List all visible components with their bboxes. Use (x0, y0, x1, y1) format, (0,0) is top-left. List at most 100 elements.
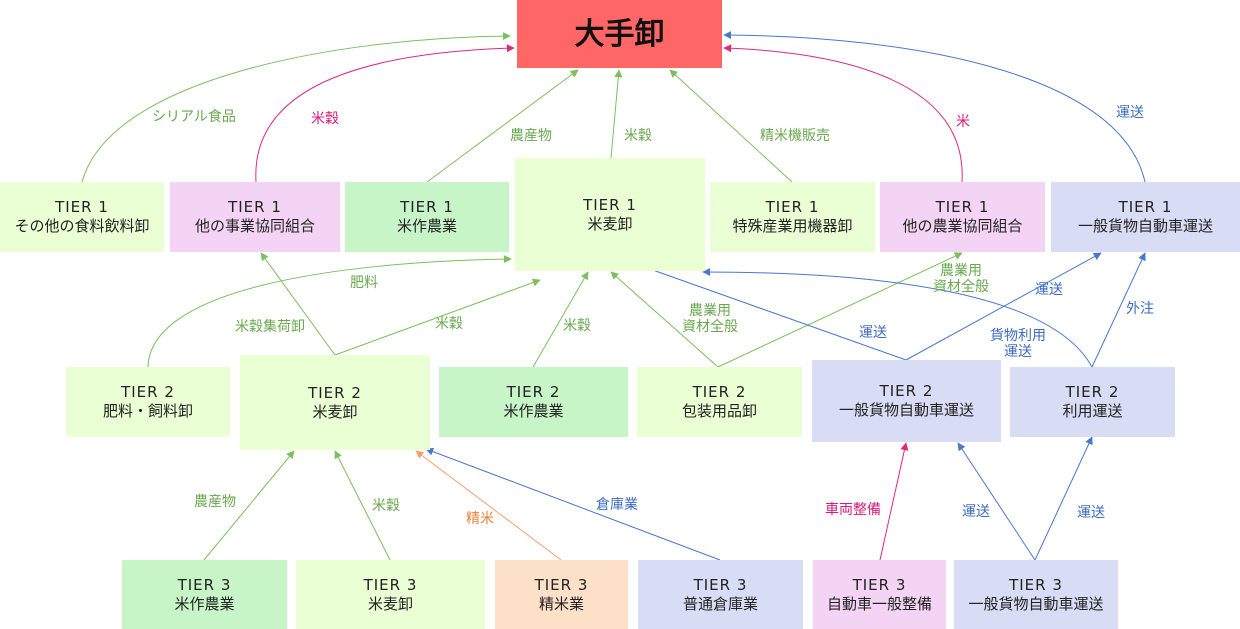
edge-label-grain-t2-a: 米穀 (435, 316, 463, 332)
node-name: 普通倉庫業 (682, 594, 758, 613)
edge-label-cargo-use-line1: 貨物利用 (990, 328, 1046, 344)
tier-label: TIER 1 (55, 198, 109, 216)
node-name: 他の事業協同組合 (194, 217, 315, 235)
edge-t2-packaging-t1 (610, 271, 719, 368)
edge-t3-maintenance-t2 (879, 442, 909, 561)
edge-t2-use-t1 (702, 268, 1093, 368)
node-t2-fertilizer[interactable]: TIER 2 肥料・飼料卸 (66, 367, 230, 437)
tier-label: TIER 2 (308, 383, 362, 402)
node-t1-machinery[interactable]: TIER 1 特殊産業用機器卸 (710, 182, 875, 252)
edge-label-agri-materials-a-line1: 農業用 (689, 303, 731, 319)
edge-label-milling-machine: 精米機販売 (760, 128, 830, 144)
tier-label: TIER 1 (1118, 198, 1173, 216)
edge-t3-freight-t2freight (957, 442, 1036, 561)
node-name: 包装用品卸 (681, 402, 757, 420)
edge-t2-wholesale-t1 (334, 278, 541, 356)
node-name: 米作農業 (503, 402, 564, 420)
node-name: 一般貨物自動車運送 (968, 594, 1104, 613)
edge-label-agri-materials-b: 農業用 資材全般 (933, 263, 989, 295)
node-t1-rice-farm[interactable]: TIER 1 米作農業 (345, 182, 509, 252)
node-name: 自動車一般整備 (826, 594, 932, 613)
edge-t2-wholesale-t1coop (260, 252, 336, 356)
node-name: 利用運送 (1062, 402, 1123, 420)
node-name: 米麦卸 (587, 214, 633, 233)
node-t2-rice-farm[interactable]: TIER 2 米作農業 (439, 367, 628, 437)
node-name: 米麦卸 (312, 402, 358, 421)
edge-t3-milling-t2 (415, 450, 562, 561)
node-name: その他の食料飲料卸 (14, 217, 150, 235)
edge-label-grain-t3: 米穀 (372, 498, 400, 514)
edge-t3-farm-t2 (203, 450, 295, 561)
edge-t3-freight-t2use (1034, 436, 1093, 561)
node-t2-rice-wholesale[interactable]: TIER 2 米麦卸 (240, 355, 430, 450)
node-t1-agri-coop[interactable]: TIER 1 他の農業協同組合 (880, 182, 1045, 252)
edge-t2-fertilizer-t1 (147, 255, 512, 368)
edge-label-cargo-use: 貨物利用 運送 (990, 328, 1046, 360)
root-label: 大手卸 (574, 16, 665, 52)
node-t3-freight[interactable]: TIER 3 一般貨物自動車運送 (954, 560, 1118, 629)
node-t1-food[interactable]: TIER 1 その他の食料飲料卸 (0, 182, 164, 252)
edge-t2-packaging-t1agri (717, 252, 963, 368)
edge-t3-wholesale-t2 (334, 450, 391, 561)
node-t3-milling[interactable]: TIER 3 精米業 (495, 560, 628, 629)
edge-label-agri-materials-b-line2: 資材全般 (933, 279, 989, 295)
edge-label-vehicle-maintenance: 車両整備 (825, 502, 881, 518)
node-name: 特殊産業用機器卸 (732, 217, 853, 235)
node-name: 一般貨物自動車運送 (1077, 217, 1213, 235)
edge-t2-use-t1freight (1091, 252, 1146, 368)
edge-label-transport-t3-b: 運送 (1077, 505, 1105, 521)
tier-label: TIER 1 (228, 198, 282, 216)
root-node-large-wholesaler[interactable]: 大手卸 (517, 0, 722, 68)
tier-label: TIER 3 (1009, 575, 1063, 594)
edge-label-outsourcing: 外注 (1126, 301, 1154, 317)
node-name: 一般貨物自動車運送 (838, 401, 974, 419)
node-name: 米麦卸 (367, 594, 413, 613)
tier-label: TIER 2 (121, 383, 175, 401)
node-t2-freight[interactable]: TIER 2 一般貨物自動車運送 (812, 360, 1001, 442)
tier-label: TIER 3 (177, 575, 232, 594)
node-name: 精米業 (538, 594, 584, 613)
edge-label-transport-t2-a: 運送 (859, 325, 887, 341)
tier-label: TIER 1 (583, 195, 637, 214)
tier-label: TIER 3 (693, 575, 748, 594)
edge-t2-farm-t1 (532, 271, 589, 368)
edge-label-agri-products-t1: 農産物 (510, 128, 552, 144)
node-t1-rice-wholesale[interactable]: TIER 1 米麦卸 (515, 158, 705, 271)
node-t1-coop[interactable]: TIER 1 他の事業協同組合 (170, 182, 340, 252)
edge-label-grain-collection: 米穀集荷卸 (235, 319, 305, 335)
tier-label: TIER 1 (935, 198, 990, 216)
edge-t1-wholesale-root (610, 69, 623, 159)
edge-label-agri-products-t3: 農産物 (194, 494, 236, 510)
node-t3-maintenance[interactable]: TIER 3 自動車一般整備 (813, 560, 946, 629)
node-t3-warehouse[interactable]: TIER 3 普通倉庫業 (638, 560, 803, 629)
edge-t1-coop-root (255, 44, 515, 183)
node-t1-freight[interactable]: TIER 1 一般貨物自動車運送 (1051, 182, 1240, 252)
edge-label-grain-t2-b: 米穀 (563, 318, 591, 334)
edge-t3-warehouse-t2 (425, 447, 721, 561)
edge-label-rice-pink: 米 (956, 114, 970, 130)
edge-label-agri-materials-a-line2: 資材全般 (682, 319, 738, 335)
tier-label: TIER 3 (852, 575, 907, 594)
edge-label-warehousing: 倉庫業 (596, 497, 638, 513)
edge-label-grain-t1: 米穀 (624, 128, 652, 144)
edge-label-cereal: シリアル食品 (152, 109, 236, 125)
tier-label: TIER 1 (400, 198, 454, 216)
edge-t1-agricoop-root (723, 44, 963, 183)
tier-label: TIER 3 (534, 575, 589, 594)
node-t3-rice-farm[interactable]: TIER 3 米作農業 (122, 560, 287, 629)
edge-t1-farm-root (426, 69, 579, 183)
edge-label-fertilizer: 肥料 (350, 275, 378, 291)
edge-label-transport-t3-a: 運送 (962, 504, 990, 520)
tier-label: TIER 1 (765, 198, 820, 216)
tier-label: TIER 2 (506, 383, 561, 401)
node-name: 肥料・飼料卸 (102, 402, 193, 420)
node-t2-use-transport[interactable]: TIER 2 利用運送 (1010, 367, 1175, 437)
node-t2-packaging[interactable]: TIER 2 包装用品卸 (637, 367, 802, 437)
node-name: 米作農業 (174, 594, 235, 613)
edge-t1-freight-root (723, 31, 1146, 183)
node-t3-rice-wholesale[interactable]: TIER 3 米麦卸 (296, 560, 485, 629)
edge-label-transport-t1: 運送 (1116, 105, 1144, 121)
node-name: 米作農業 (396, 217, 457, 235)
edge-t1-food-root (81, 32, 511, 183)
